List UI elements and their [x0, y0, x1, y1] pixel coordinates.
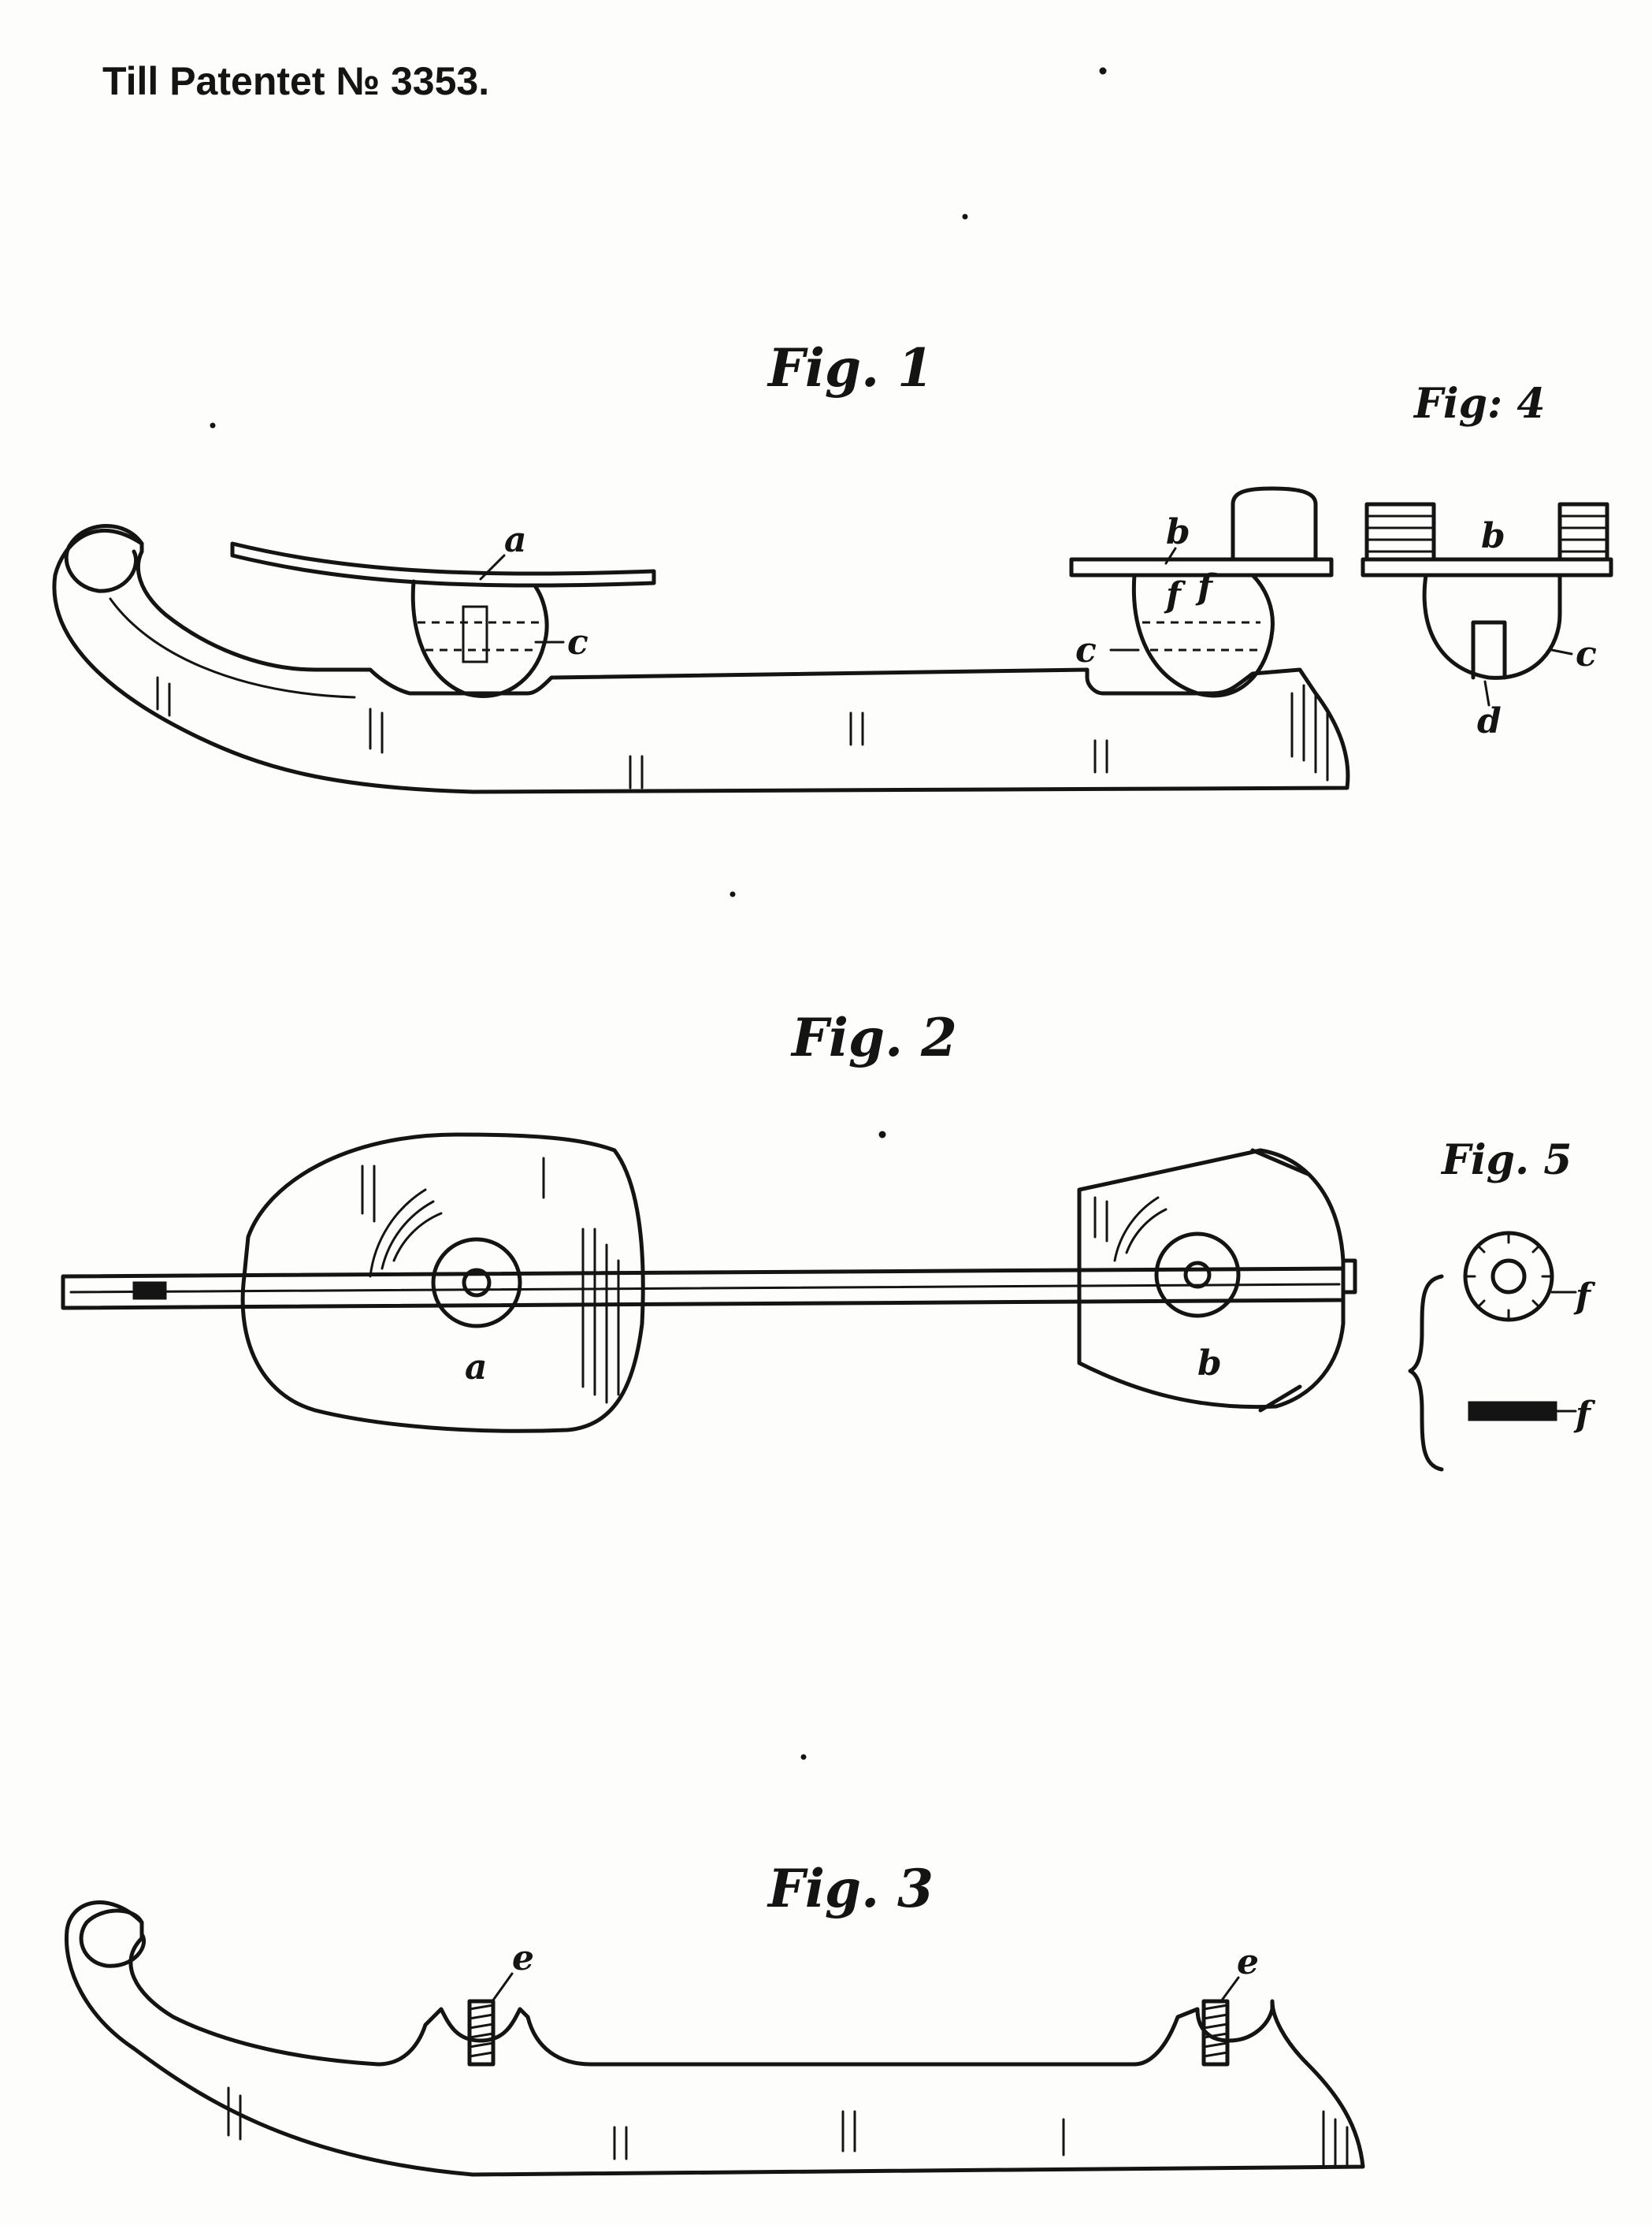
fig5-nut-side	[1468, 1401, 1557, 1421]
fig4-post-left-ribs	[1365, 514, 1435, 553]
fig4-post-right-ribs	[1558, 514, 1609, 553]
fig3-label-e-right: e	[1237, 1942, 1259, 1982]
fig2-rear-arcs	[1113, 1196, 1168, 1262]
fig2-front-arcs	[369, 1188, 443, 1278]
fig1-rear-cup	[1131, 573, 1275, 698]
fig2-rear-tabs	[1250, 1148, 1357, 1413]
fig4-post-left	[1364, 502, 1436, 562]
fig2-hatching	[361, 1157, 1108, 1404]
fig3-leader-e-left	[491, 1972, 514, 2003]
fig3-label-e-left: e	[512, 1938, 534, 1978]
fig5-nut-inner	[1491, 1258, 1527, 1295]
figure-5: Fig. 5 f f	[1408, 1136, 1596, 1472]
fig4-label-b: b	[1481, 516, 1505, 556]
fig2-rear-plate	[1077, 1148, 1346, 1410]
figure-2: Fig. 2 a b	[61, 1007, 1357, 1433]
fig2-rear-boss-outer	[1154, 1231, 1241, 1318]
fig2-front-boss-outer	[431, 1237, 522, 1328]
fig4-slot	[1471, 620, 1507, 680]
fig2-runner-line	[69, 1283, 1341, 1294]
fig3-screw-left-thread	[468, 2004, 495, 2058]
fig4-title: Fig: 4	[1413, 380, 1546, 428]
fig1-front-cup	[410, 579, 549, 699]
fig1-front-screw	[462, 605, 488, 663]
fig1-front-cup-dash	[418, 621, 544, 652]
fig3-title: Fig. 3	[767, 1858, 934, 1919]
fig2-label-a: a	[465, 1347, 488, 1387]
fig5-nut-teeth	[1464, 1231, 1554, 1321]
fig4-label-c: c	[1576, 634, 1597, 674]
fig1-title: Fig. 1	[767, 337, 934, 399]
fig5-title: Fig. 5	[1440, 1136, 1572, 1184]
fig2-label-b: b	[1197, 1343, 1222, 1384]
patent-header: Till Patentet № 3353.	[102, 59, 489, 103]
fig3-toe-curl	[79, 1908, 147, 1968]
fig1-hatching	[156, 676, 1329, 789]
fig3-blade	[64, 1900, 1365, 2177]
fig3-leader-e-right	[1220, 1976, 1240, 2003]
figure-4: Fig: 4 b c d	[1361, 380, 1613, 741]
fig1-label-c-left: c	[567, 622, 588, 663]
fig4-post-right	[1557, 502, 1609, 562]
fig2-rear-boss-inner	[1183, 1261, 1212, 1289]
fig4-plate	[1361, 557, 1613, 578]
fig1-front-plate	[230, 541, 656, 588]
fig4-leader-d	[1483, 680, 1491, 707]
fig1-label-a: a	[504, 520, 527, 560]
fig2-title: Fig. 2	[790, 1007, 957, 1068]
fig1-heel-post	[1231, 486, 1318, 562]
figure-1: Fig. 1 a c b c f f	[52, 337, 1350, 794]
figure-3: Fig. 3 e e	[64, 1858, 1365, 2177]
fig1-label-f: f	[1164, 575, 1186, 615]
scan-specks	[210, 67, 1107, 1760]
fig1-leader-b	[1164, 547, 1177, 565]
fig2-front-boss-inner	[462, 1268, 492, 1298]
fig1-toe-curl	[64, 524, 144, 593]
fig3-screw-right-thread	[1202, 2004, 1229, 2058]
fig2-front-plate	[240, 1132, 645, 1433]
fig4-cup	[1422, 573, 1562, 680]
fig1-blade-inner	[109, 597, 356, 699]
fig5-label-f-top: f	[1573, 1276, 1596, 1317]
fig5-label-f-bottom: f	[1573, 1395, 1596, 1435]
fig1-label-b: b	[1166, 512, 1190, 552]
fig5-brace	[1408, 1274, 1444, 1472]
fig1-rear-cup-dash	[1142, 621, 1260, 652]
fig3-hatching	[227, 2086, 1349, 2168]
fig4-label-d: d	[1477, 701, 1502, 741]
fig1-leader-a	[479, 554, 506, 581]
fig4-leader-c	[1550, 648, 1573, 656]
fig1-label-c-right: c	[1075, 630, 1097, 670]
fig1-blade	[52, 528, 1350, 794]
